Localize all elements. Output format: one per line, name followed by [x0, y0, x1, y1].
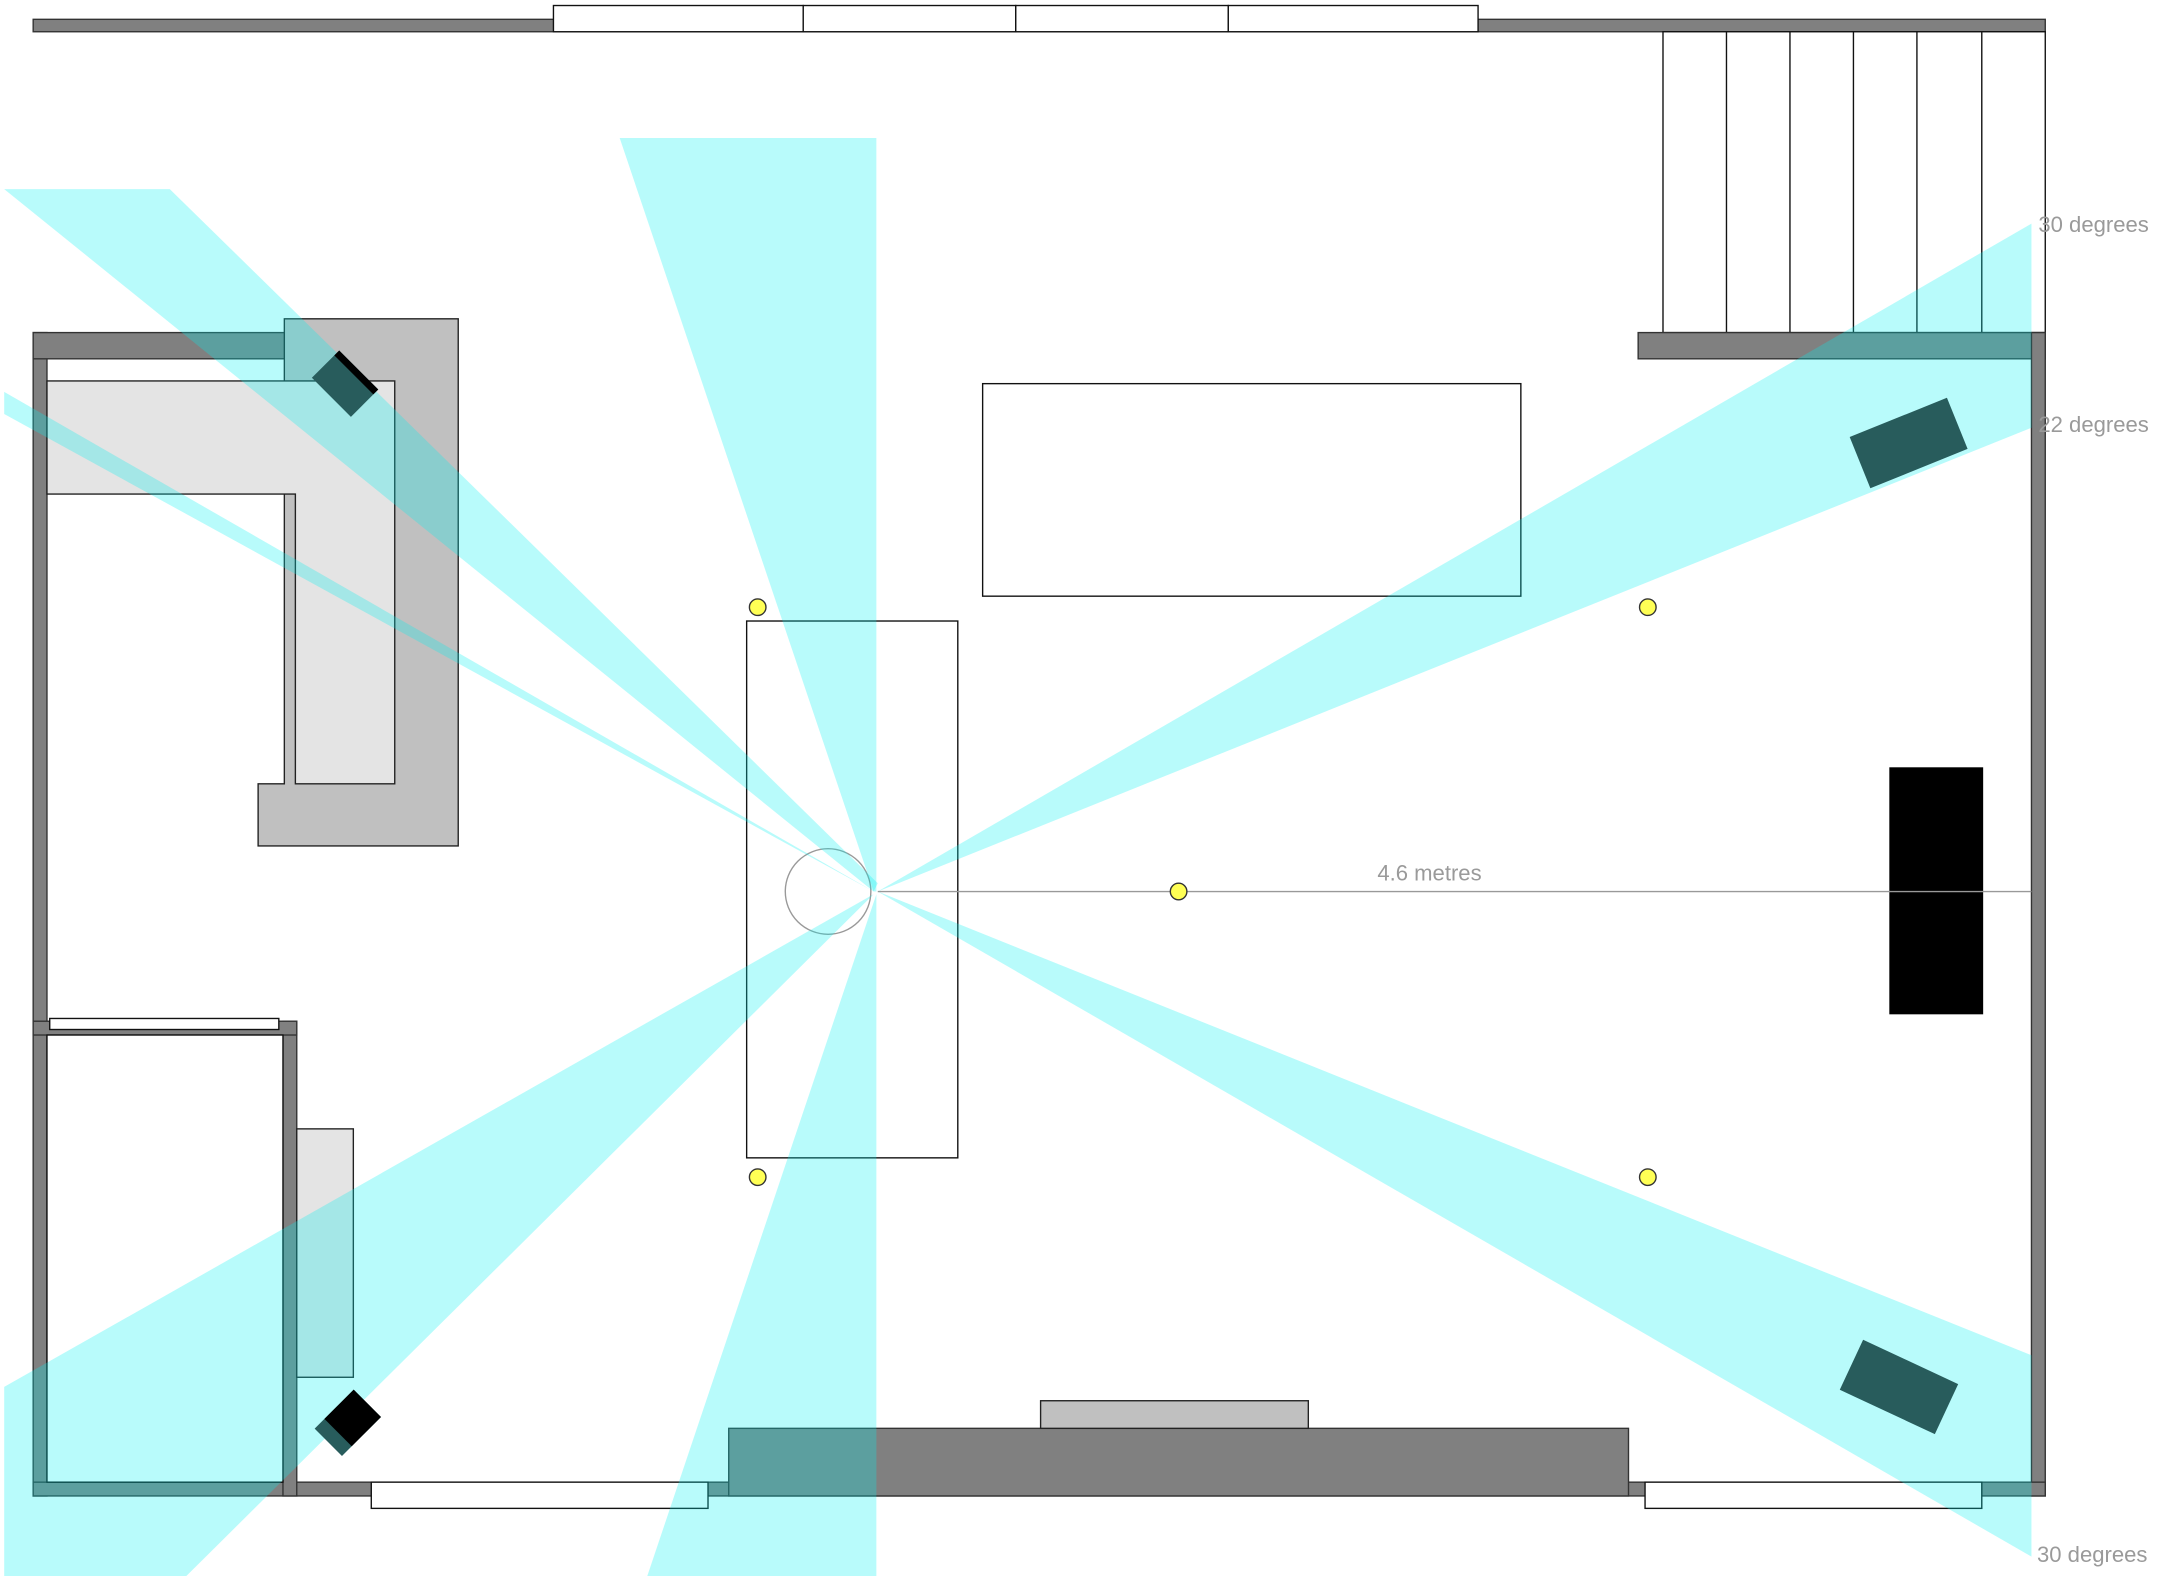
fireplace-wall [728, 1427, 1630, 1497]
staircase [1662, 31, 2046, 334]
bottom-window-left [370, 1481, 709, 1510]
right-wall [2030, 331, 2046, 1497]
position-markers [748, 598, 1657, 1187]
angle-label-30-top: 30 degrees [2038, 212, 2148, 237]
speaker-front-right [1849, 397, 1968, 489]
closet [46, 1034, 284, 1483]
angle-label-30-bottom: 30 degrees [2037, 1542, 2147, 1567]
closet-door [49, 1017, 280, 1031]
coffee-table [981, 382, 1522, 597]
ottoman [745, 620, 959, 1159]
stair-wall [1637, 331, 2046, 360]
speaker-rear-right [1839, 1339, 1959, 1435]
sectional-sofa [46, 318, 459, 847]
distance-label: 4.6 metres [1377, 860, 1481, 885]
bottom-window-right [1644, 1481, 1983, 1510]
left-wall [32, 331, 48, 1497]
speaker-rear-left [314, 1389, 381, 1456]
side-cabinet [296, 1128, 355, 1378]
tv-stand [1039, 1400, 1310, 1430]
angle-label-22: 22 degrees [2038, 412, 2148, 437]
listening-position [784, 848, 872, 935]
top-window [552, 4, 1479, 33]
speaker-front-left [311, 350, 379, 417]
